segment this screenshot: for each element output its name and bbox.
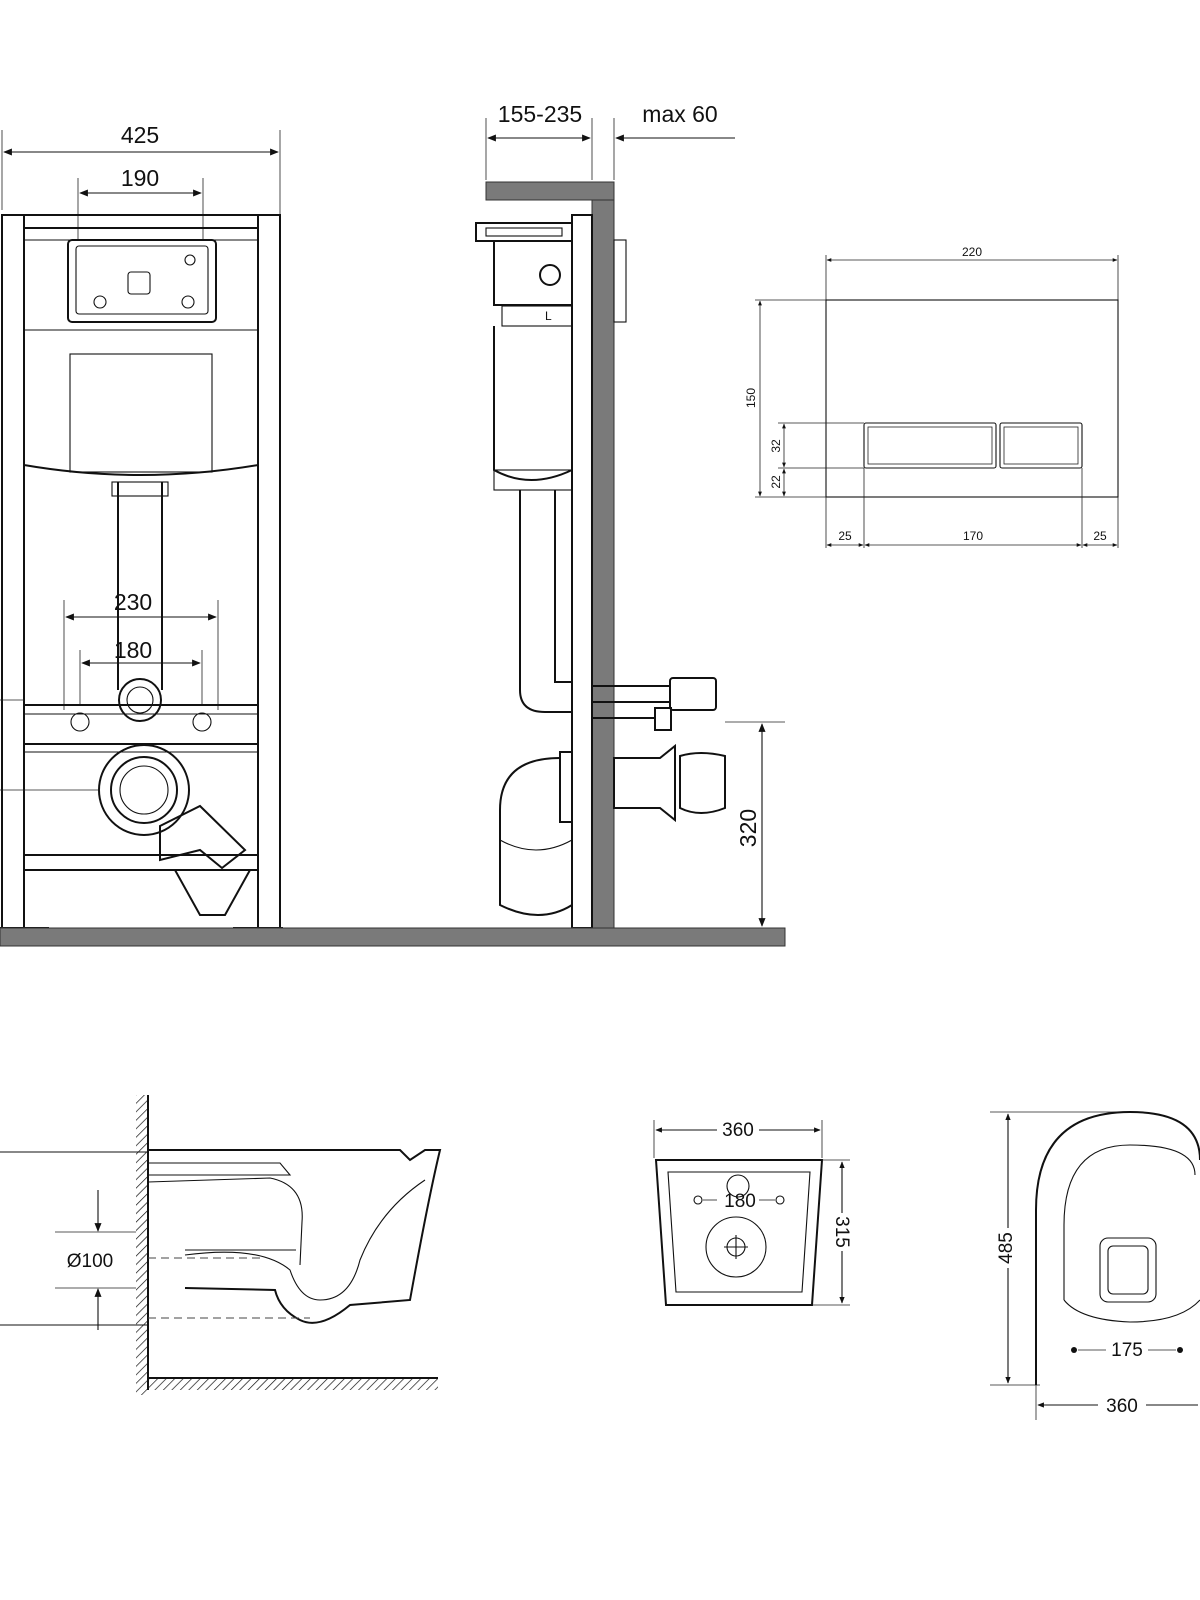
button-span-label: 170 bbox=[963, 529, 983, 543]
margin-left-label: 25 bbox=[838, 529, 852, 543]
top-length-label: 485 bbox=[996, 1232, 1017, 1264]
bowl-back-outline bbox=[654, 1159, 824, 1306]
inlet-height-label: 320 bbox=[735, 809, 761, 847]
floor bbox=[0, 927, 786, 947]
flush-button-small bbox=[999, 422, 1083, 469]
svg-text:L: L bbox=[545, 309, 552, 323]
back-depth-label: 315 bbox=[831, 1216, 852, 1248]
bowl-wall-hatch bbox=[136, 1095, 148, 1395]
button-bottom-label: 22 bbox=[769, 475, 783, 489]
depth-label: 155-235 bbox=[498, 101, 582, 127]
back-bolt-label: 180 bbox=[724, 1191, 756, 1212]
plate-height-label: 150 bbox=[744, 388, 758, 408]
bowl-top-outline bbox=[1035, 1110, 1200, 1385]
bolt-180-label: 180 bbox=[114, 637, 152, 663]
bowl-back-view: 360 180 315 bbox=[653, 1120, 852, 1306]
flush-plate bbox=[825, 299, 1119, 498]
bowl-side-view: Ø100 bbox=[0, 1095, 442, 1395]
flush-button-large bbox=[863, 422, 997, 469]
top-holes-label: 175 bbox=[1111, 1340, 1143, 1361]
width-190-label: 190 bbox=[121, 165, 159, 191]
wall-top bbox=[485, 181, 615, 201]
outlet-diameter-label: Ø100 bbox=[67, 1251, 113, 1272]
margin-right-label: 25 bbox=[1093, 529, 1107, 543]
top-width-label: 360 bbox=[1106, 1396, 1138, 1417]
width-425-label: 425 bbox=[121, 122, 159, 148]
frame-side-view: 155-235 max 60 L bbox=[0, 101, 786, 947]
back-width-label: 360 bbox=[722, 1120, 754, 1141]
button-height-label: 32 bbox=[769, 439, 783, 453]
bowl-top-view: 485 175 360 bbox=[990, 1110, 1200, 1420]
bolt-230-label: 230 bbox=[114, 589, 152, 615]
frame-front-view: 425 190 230 180 bbox=[0, 122, 283, 937]
wall-section bbox=[591, 199, 615, 929]
max-wall-label: max 60 bbox=[642, 101, 717, 127]
flush-plate-view: 220 150 32 22 25 170 25 bbox=[744, 245, 1119, 548]
bowl-floor-hatch bbox=[148, 1378, 438, 1390]
plate-width-label: 220 bbox=[962, 245, 982, 259]
